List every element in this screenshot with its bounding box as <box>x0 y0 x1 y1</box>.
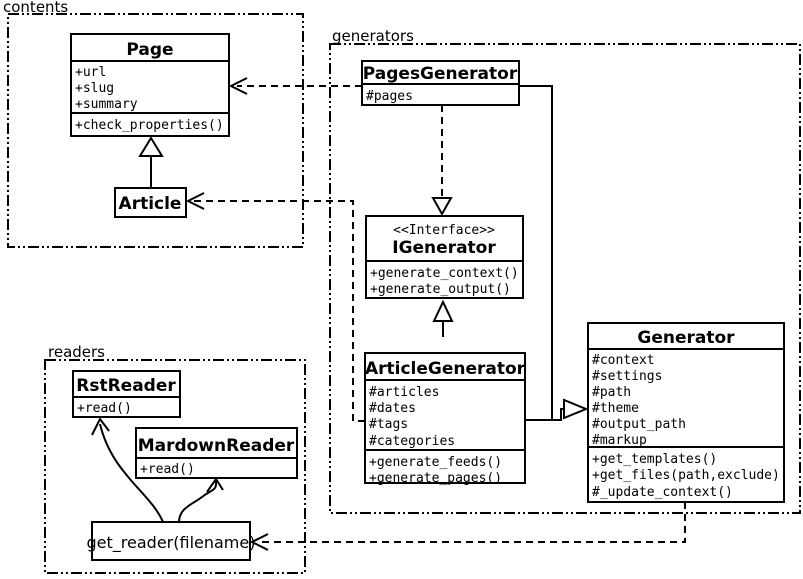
edge-generators-to-generator <box>519 85 589 421</box>
package-contents-label: contents <box>3 0 68 16</box>
class-articlegenerator-box <box>364 352 526 484</box>
class-pagesgenerator: PagesGenerator #pages <box>361 60 520 106</box>
method: +check_properties() <box>75 118 224 133</box>
edge-line <box>258 502 686 543</box>
edge-pagesgenerator-to-page <box>228 77 362 95</box>
class-rstreader: RstReader +read() <box>72 370 181 418</box>
class-generator-box <box>587 322 785 503</box>
attribute: #output_path <box>592 417 686 432</box>
class-articlegenerator-title: ArticleGenerator <box>365 359 526 379</box>
attribute: #tags <box>369 417 408 432</box>
package-contents-border <box>7 13 304 248</box>
class-igenerator: <<Interface>> IGenerator +generate_conte… <box>365 215 524 299</box>
method: +generate_feeds() <box>369 455 502 470</box>
attribute: +summary <box>75 97 138 112</box>
class-articlegenerator: ArticleGenerator #articles #dates #tags … <box>364 352 526 486</box>
package-readers-label: readers <box>48 343 105 361</box>
class-mardownreader: MardownReader +read() <box>135 427 298 479</box>
edge-article-to-page <box>138 136 164 188</box>
class-article: Article <box>114 187 187 218</box>
edge-curve <box>99 423 164 523</box>
attribute: #pages <box>366 89 413 104</box>
edge-line-from-articlegenerator <box>525 408 564 421</box>
package-generators-label: generators <box>332 27 414 45</box>
attribute: #articles <box>369 385 439 400</box>
method: +read() <box>77 401 132 416</box>
node-getreader-label: get_reader(filename) <box>87 533 256 553</box>
class-page-title: Page <box>126 40 173 60</box>
class-igenerator-stereotype: <<Interface>> <box>393 223 495 238</box>
method: +generate_pages() <box>369 471 502 486</box>
class-generator: Generator #context #settings #path #them… <box>587 322 785 503</box>
method: +read() <box>140 462 195 477</box>
package-readers-border <box>44 359 306 574</box>
method: +get_files(path,exclude) <box>592 468 780 483</box>
realization-triangle-icon <box>431 197 453 217</box>
attribute: #categories <box>369 434 455 449</box>
method: +get_templates() <box>592 452 717 467</box>
method: #_update_context() <box>592 485 733 500</box>
method: +generate_context() <box>370 266 519 281</box>
class-rstreader-box <box>72 370 181 418</box>
open-arrowhead-icon <box>185 192 205 210</box>
open-arrowhead-icon <box>228 77 248 95</box>
attribute: #path <box>592 385 631 400</box>
node-getreader-box <box>91 521 251 561</box>
package-contents: contents <box>3 0 304 248</box>
generalization-triangle-icon <box>432 299 454 322</box>
class-rstreader-title: RstReader <box>76 376 176 396</box>
open-arrowhead-icon <box>91 417 110 436</box>
attribute: #settings <box>592 369 662 384</box>
generalization-triangle-icon <box>138 136 164 157</box>
edge-getreader-to-rstreader <box>91 417 164 523</box>
attribute: #markup <box>592 433 647 448</box>
attribute: #dates <box>369 401 416 416</box>
attribute: #context <box>592 353 655 368</box>
attribute: +url <box>75 65 106 80</box>
class-pagesgenerator-title: PagesGenerator <box>363 64 518 84</box>
edge-articlegenerator-to-igenerator <box>432 299 454 337</box>
class-igenerator-box <box>365 215 524 299</box>
edge-line-from-pagesgenerator <box>519 85 553 420</box>
node-getreader: get_reader(filename) <box>87 521 256 561</box>
class-article-title: Article <box>119 194 182 214</box>
edge-curve <box>178 480 218 523</box>
edge-generator-to-getreader <box>249 502 686 551</box>
edge-line <box>192 200 365 422</box>
class-page: Page +url +slug +summary +check_properti… <box>70 33 230 137</box>
class-page-box <box>70 33 230 137</box>
class-generator-title: Generator <box>637 328 735 348</box>
class-mardownreader-box <box>135 427 298 479</box>
package-generators-border <box>329 43 801 514</box>
open-arrowhead-icon <box>249 533 269 551</box>
package-readers: readers <box>44 343 306 574</box>
edge-getreader-to-mardownreader <box>178 477 224 523</box>
attribute: #theme <box>592 401 639 416</box>
edge-articlegenerator-to-article <box>185 192 365 422</box>
method: +generate_output() <box>370 282 511 297</box>
generalization-triangle-icon <box>563 398 589 420</box>
class-article-box <box>114 187 187 218</box>
class-igenerator-title: IGenerator <box>392 238 496 258</box>
package-generators: generators <box>329 27 801 514</box>
edge-pagesgenerator-to-igenerator <box>431 105 453 217</box>
class-mardownreader-title: MardownReader <box>138 436 295 456</box>
attribute: +slug <box>75 81 114 96</box>
